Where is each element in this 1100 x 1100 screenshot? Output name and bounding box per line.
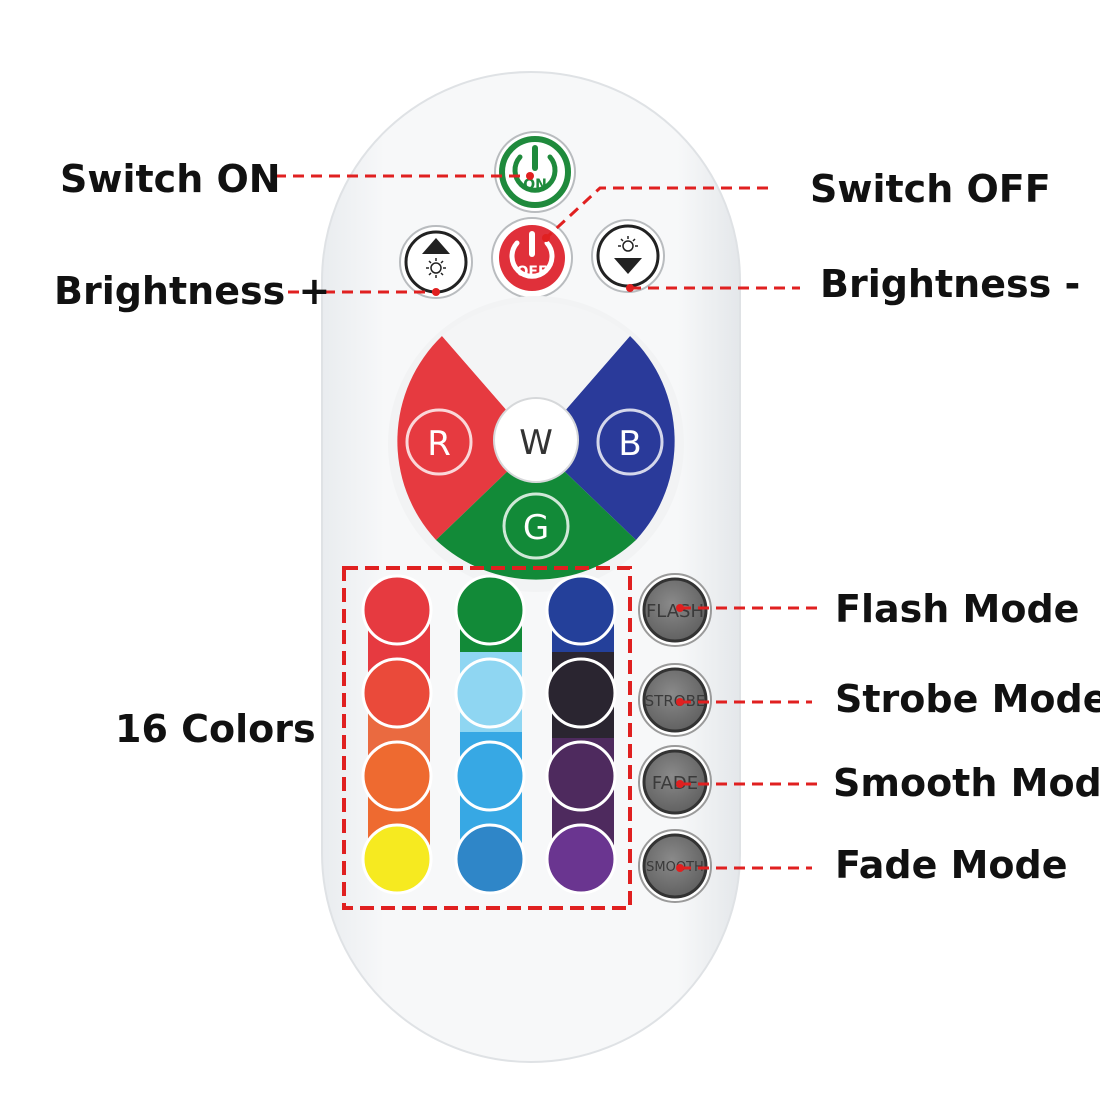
switch-on-callout: Switch ON [60, 157, 281, 201]
power-on-icon [512, 145, 558, 193]
off-label: OFF [516, 264, 547, 280]
color-key[interactable] [545, 740, 617, 812]
fade-button[interactable]: FADE [638, 745, 712, 819]
brightness-down-callout: Brightness - [820, 262, 1081, 306]
color-key[interactable] [361, 823, 433, 895]
smooth-button[interactable]: SMOOTH [638, 829, 712, 903]
color-key[interactable] [545, 657, 617, 729]
green-button[interactable]: G [502, 492, 570, 560]
brightness-up-callout: Brightness + [54, 269, 331, 313]
red-button[interactable]: R [405, 408, 473, 476]
strobe-mode-callout: Strobe Mode [835, 677, 1100, 721]
color-key[interactable] [454, 740, 526, 812]
strobe-button[interactable]: STROBE [638, 663, 712, 737]
brightness-down-icon [614, 236, 642, 274]
power-off-icon [509, 231, 555, 279]
flash-button[interactable]: FLASH [638, 573, 712, 647]
blue-segment [536, 336, 675, 540]
flash-label: FLASH [646, 601, 704, 622]
color-key[interactable] [454, 657, 526, 729]
red-label: R [427, 424, 451, 464]
color-key[interactable] [454, 574, 526, 646]
fade-mode-callout: Fade Mode [835, 843, 1068, 887]
color-key[interactable] [361, 657, 433, 729]
off-button[interactable]: OFF [491, 217, 573, 299]
switch-off-line [544, 186, 768, 240]
smooth-mode-callout: Smooth Mode [833, 761, 1100, 805]
white-button[interactable]: W [493, 397, 579, 483]
on-label: ON [523, 177, 547, 193]
blue-label: B [618, 424, 641, 464]
smooth-label: SMOOTH [646, 860, 704, 875]
colors-callout: 16 Colors [115, 707, 316, 751]
callout-lines [275, 174, 822, 870]
color-key[interactable] [545, 823, 617, 895]
color-key[interactable] [361, 740, 433, 812]
red-segment [397, 336, 536, 540]
color-key[interactable] [545, 574, 617, 646]
switch-off-callout: Switch OFF [810, 167, 1051, 211]
color-key[interactable] [361, 574, 433, 646]
green-segment [436, 444, 636, 580]
green-label: G [523, 508, 549, 548]
callout-dots [432, 172, 684, 872]
brightness-down-button[interactable] [591, 219, 665, 293]
on-button[interactable]: ON [494, 131, 576, 213]
blue-button[interactable]: B [596, 408, 664, 476]
colors-highlight-box [342, 566, 632, 910]
flash-mode-callout: Flash Mode [835, 587, 1080, 631]
fade-label: FADE [652, 773, 698, 794]
color-key-grid [361, 574, 617, 895]
strobe-label: STROBE [645, 692, 706, 710]
color-key[interactable] [454, 823, 526, 895]
brightness-up-button[interactable] [399, 225, 473, 299]
white-label: W [519, 423, 553, 463]
white-segment [442, 301, 630, 444]
brightness-up-icon [422, 238, 450, 278]
